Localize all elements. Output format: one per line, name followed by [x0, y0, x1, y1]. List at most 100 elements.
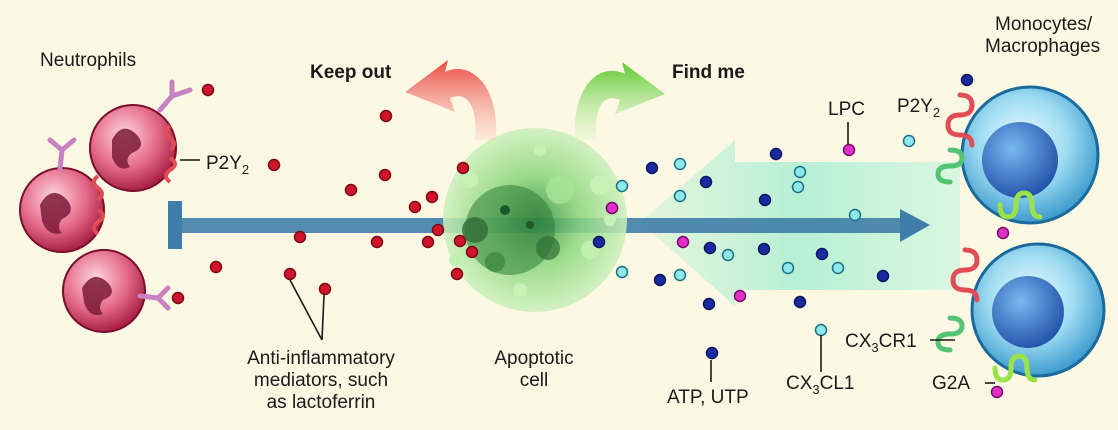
cx3cl1-dot	[791, 180, 805, 194]
macrophage-cx3cr1-receptor-bottom	[935, 315, 965, 353]
lactoferrin-dot	[453, 234, 467, 248]
macrophage-bottom	[970, 242, 1106, 378]
monocytes-label-line2: Macrophages	[985, 35, 1101, 57]
atp-utp-dot	[769, 147, 783, 161]
lpc-dot	[990, 385, 1004, 399]
cx3cl1-label-b: CL1	[819, 373, 855, 394]
monocytes-label: Monocytes/ Macrophages	[985, 14, 1100, 58]
lactoferrin-dot	[293, 230, 307, 244]
anti-label-line2: mediators, such	[253, 369, 389, 391]
macrophage-top	[960, 85, 1100, 225]
atp-utp-dot	[592, 235, 606, 249]
monocytes-label-line1: Monocytes/	[995, 14, 1093, 35]
atp-utp-dot	[702, 297, 716, 311]
atp-utp-dot	[703, 241, 717, 255]
neutrophil-middle	[19, 167, 105, 253]
cx3cl1-label-a: CX	[786, 373, 813, 394]
lactoferrin-molecules	[171, 83, 479, 305]
lpc-dot	[605, 201, 619, 215]
apoptotic-cell	[443, 128, 627, 312]
macrophage-p2y2-receptor-bottom	[950, 247, 980, 303]
cx3cl1-dot	[673, 157, 687, 171]
leader-lines	[180, 122, 995, 384]
neutrophil-bottom	[62, 249, 146, 333]
g2a-label: G2A	[932, 373, 971, 394]
macrophage-g2a-receptor-bottom	[992, 353, 1038, 383]
lactoferrin-dot	[209, 260, 223, 274]
lactoferrin-dot	[318, 282, 332, 296]
macrophage-g2a-receptor-top	[997, 190, 1043, 220]
lactoferrin-dot	[344, 183, 358, 197]
p2y2-label-right-sub: 2	[932, 104, 941, 120]
lactoferrin-dot	[267, 158, 281, 172]
cx3cl1-dot	[781, 261, 795, 275]
lactoferrin-dot	[456, 161, 470, 175]
lactoferrin-dot	[201, 83, 215, 97]
neutrophil-y-receptors	[47, 79, 193, 311]
lactoferrin-dot	[378, 168, 392, 182]
atp-utp-dot	[653, 273, 667, 287]
cx3cl1-label-sub: 3	[812, 381, 820, 397]
macrophage-cells	[935, 85, 1106, 383]
cx3cl1-dot	[673, 189, 687, 203]
p2y2-label-right-main: P2Y	[897, 96, 933, 117]
lactoferrin-dot	[431, 223, 445, 237]
apoptotic-cell-label: Apoptotic cell	[494, 348, 573, 392]
find-me-label: Find me	[672, 62, 745, 83]
cx3cl1-dot	[848, 208, 862, 222]
neutrophil-cells	[19, 79, 193, 333]
macrophage-p2y2-receptor-top	[945, 92, 975, 148]
cx3cl1-dot	[831, 261, 845, 275]
anti-label-line3: as lactoferrin	[266, 391, 376, 413]
lactoferrin-dot	[425, 190, 439, 204]
lactoferrin-dot	[379, 109, 393, 123]
neutrophil-top	[89, 104, 177, 192]
anti-label-line1: Anti-inflammatory	[247, 348, 395, 369]
lpc-dot	[676, 235, 690, 249]
atp-utp-dot	[758, 193, 772, 207]
atp-utp-dot	[645, 161, 659, 175]
cx3cl1-dot	[814, 323, 828, 337]
cx3cl1-dot	[902, 134, 916, 148]
cx3cr1-label-sub: 3	[871, 339, 879, 355]
lpc-dot	[733, 289, 747, 303]
cx3cr1-label: CX3CR1	[845, 331, 917, 356]
atp-utp-dot	[793, 295, 807, 309]
lactoferrin-dot	[171, 291, 185, 305]
atp-utp-dot	[960, 73, 974, 87]
lactoferrin-dot	[421, 235, 435, 249]
anti-inflammatory-label: Anti-inflammatory mediators, such as lac…	[247, 348, 395, 414]
cx3cl1-molecules	[615, 134, 916, 337]
cx3cl1-dot	[673, 268, 687, 282]
lactoferrin-dot	[408, 200, 422, 214]
atp-utp-dot	[757, 242, 771, 256]
cx3cl1-dot	[721, 248, 735, 262]
cx3cl1-dot	[615, 265, 629, 279]
find-me-arrow	[574, 62, 665, 140]
atp-utp-dot	[705, 346, 719, 360]
p2y2-label-left-sub: 2	[241, 161, 250, 177]
atp-utp-dot	[699, 175, 713, 189]
keep-out-label: Keep out	[310, 62, 392, 83]
atp-utp-label: ATP, UTP	[667, 387, 749, 408]
atp-utp-dot	[876, 269, 890, 283]
lactoferrin-dot	[370, 235, 384, 249]
keep-out-arrow	[405, 60, 497, 140]
macrophage-cx3cr1-receptor-top	[935, 147, 965, 185]
lactoferrin-dot	[283, 267, 297, 281]
lactoferrin-dot	[465, 245, 479, 259]
cx3cl1-label: CX3CL1	[786, 373, 855, 398]
lpc-dot	[842, 143, 856, 157]
apoptotic-label-line1: Apoptotic	[494, 348, 574, 369]
neutrophil-p2y2-receptors	[92, 124, 177, 236]
cx3cr1-label-b: CR1	[878, 331, 917, 352]
p2y2-label-right: P2Y2	[897, 96, 940, 121]
apoptotic-label-line2: cell	[519, 369, 549, 391]
p2y2-label-left-main: P2Y	[206, 153, 242, 174]
lactoferrin-dot	[450, 267, 464, 281]
cx3cl1-dot	[793, 165, 807, 179]
cx3cr1-label-a: CX	[845, 331, 872, 352]
atp-utp-dot	[815, 247, 829, 261]
